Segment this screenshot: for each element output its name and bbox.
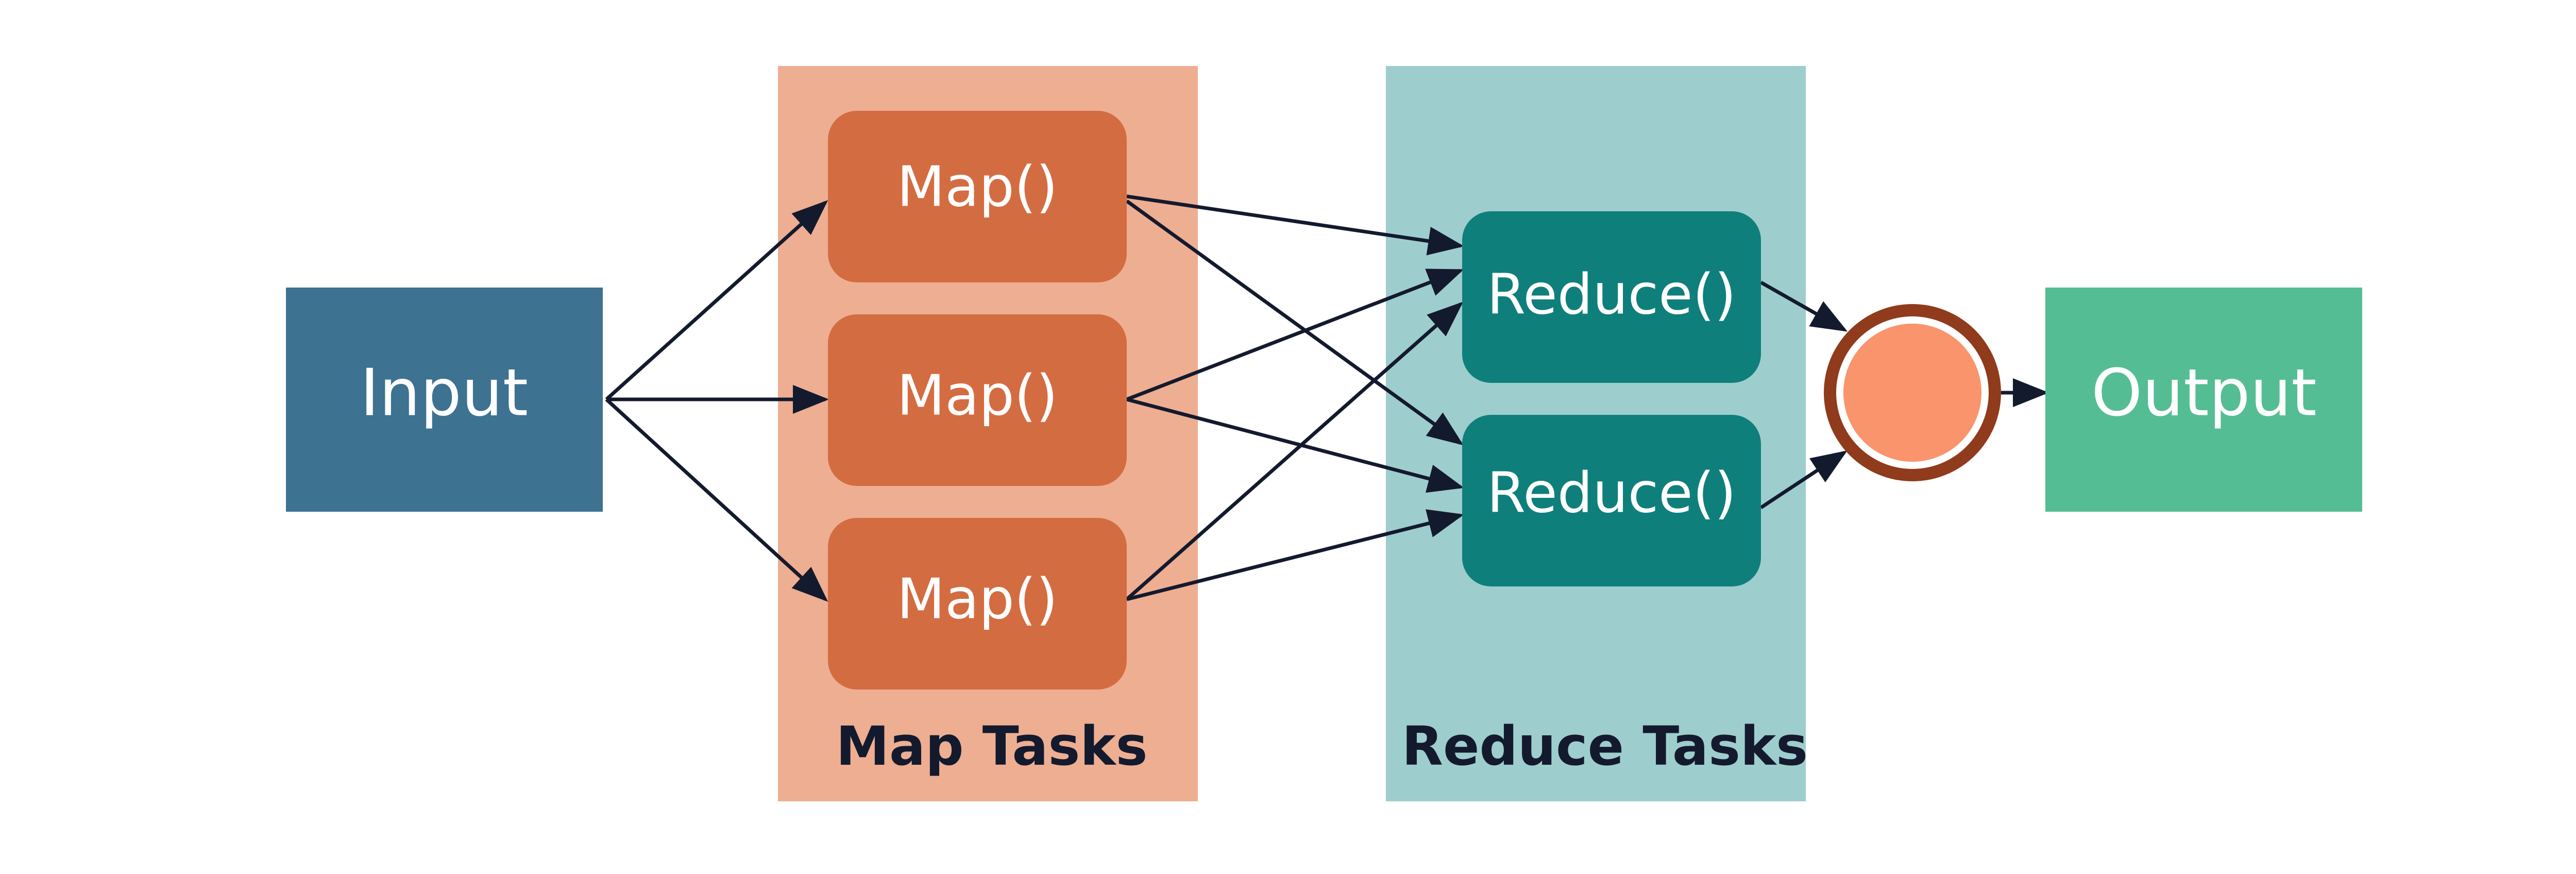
- edge-map-3-to-reduce-1: [1125, 301, 1464, 601]
- reduce-node: Reduce(): [1462, 211, 1761, 383]
- map-node-label: Map(): [897, 364, 1058, 428]
- map-node: Map(): [828, 111, 1127, 282]
- edge-input-to-map-3: [605, 398, 828, 602]
- edge-input-to-map-1: [605, 200, 828, 401]
- edge-map-1-to-reduce-1: [1126, 194, 1464, 256]
- output-node: Output: [2045, 288, 2362, 512]
- reduce-node: Reduce(): [1462, 415, 1761, 586]
- input-label: Input: [360, 355, 528, 431]
- edge-reduce-2-to-merge: [1760, 450, 1848, 509]
- map-node-label: Map(): [897, 567, 1058, 632]
- edge-map-1-to-reduce-2: [1125, 199, 1464, 446]
- edge-map-2-to-reduce-1: [1126, 268, 1464, 401]
- reduce-tasks-label: Reduce Tasks: [1402, 715, 1808, 778]
- edges: [605, 194, 2049, 602]
- reduce-node-label: Reduce(): [1487, 263, 1736, 327]
- input-node: Input: [286, 288, 603, 512]
- map-tasks-label: Map Tasks: [836, 715, 1147, 778]
- map-node: Map(): [828, 314, 1127, 486]
- map-node: Map(): [828, 518, 1127, 690]
- edge-map-2-to-reduce-2: [1126, 397, 1464, 493]
- edge-reduce-1-to-merge: [1760, 280, 1848, 332]
- reduce-node-label: Reduce(): [1487, 461, 1736, 526]
- output-label: Output: [2091, 355, 2317, 431]
- map-node-label: Map(): [897, 155, 1058, 220]
- merge-node: [1824, 304, 2001, 481]
- edge-map-3-to-reduce-2: [1126, 509, 1464, 601]
